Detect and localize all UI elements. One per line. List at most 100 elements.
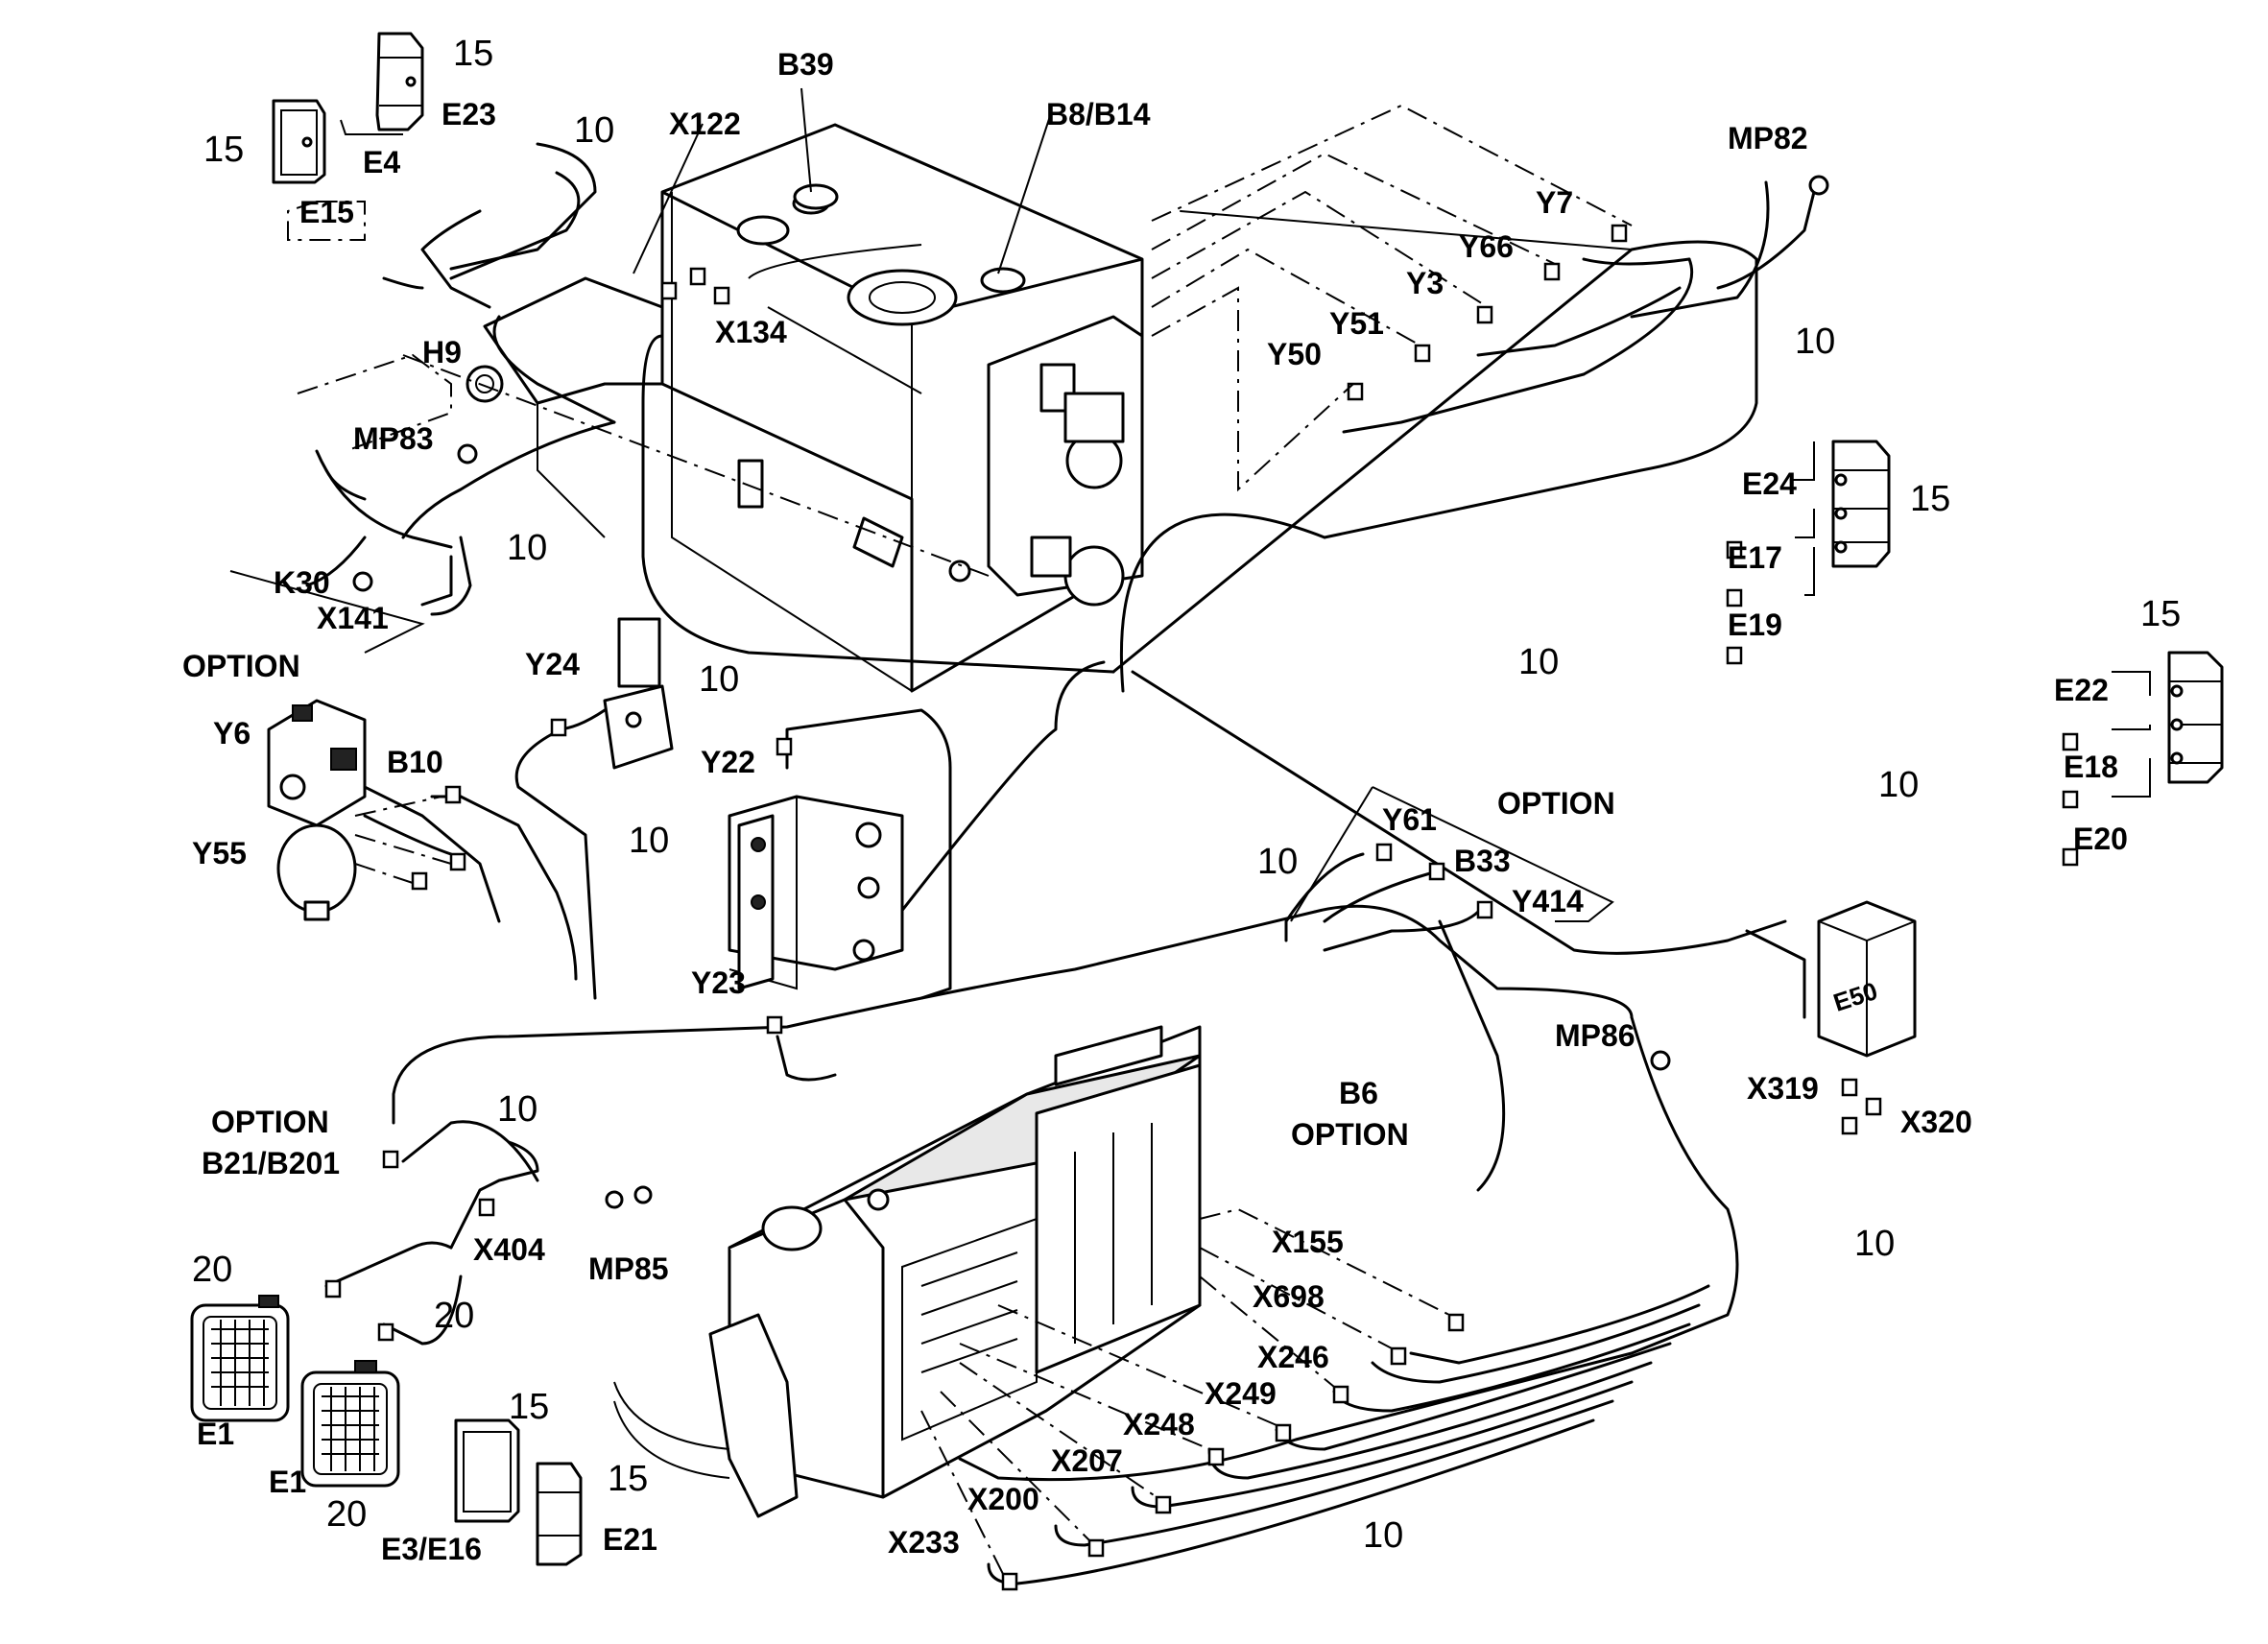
- label-MP86: MP86: [1555, 1018, 1635, 1053]
- pointer-lines: [229, 87, 2151, 922]
- label-MP85: MP85: [588, 1251, 669, 1286]
- number-10-k30: 10: [507, 528, 547, 568]
- connectors: [324, 224, 2079, 1591]
- electrical-cabinet: [613, 1025, 1202, 1518]
- label-option-b6: OPTION: [1291, 1117, 1409, 1152]
- label-Y51: Y51: [1329, 306, 1384, 341]
- number-15-e21: 15: [608, 1459, 648, 1499]
- label-B39: B39: [777, 47, 834, 82]
- label-Y50: Y50: [1267, 337, 1322, 371]
- label-X200: X200: [967, 1482, 1039, 1516]
- number-10-bottom: 10: [1363, 1515, 1403, 1556]
- label-Y23: Y23: [691, 965, 746, 1000]
- flood-lights: [190, 1120, 539, 1488]
- flood-light-E1-a: [190, 1295, 290, 1422]
- number-10-y24: 10: [699, 659, 739, 700]
- number-20-x404: 20: [434, 1296, 474, 1336]
- label-B8-B14: B8/B14: [1046, 97, 1151, 131]
- label-X249: X249: [1205, 1376, 1277, 1411]
- label-Y22: Y22: [701, 745, 755, 779]
- label-K30: K30: [274, 565, 330, 600]
- flood-light-E1-b: [300, 1360, 400, 1488]
- hydraulic-tank: [660, 123, 1144, 693]
- label-X698: X698: [1253, 1279, 1325, 1314]
- label-X233: X233: [888, 1525, 960, 1560]
- label-X141: X141: [317, 601, 389, 635]
- label-X155: X155: [1272, 1225, 1344, 1259]
- label-MP83: MP83: [353, 421, 434, 456]
- light-E3-E16: [454, 1418, 520, 1523]
- work-lights: [272, 32, 2224, 1566]
- label-E23: E23: [442, 97, 496, 131]
- label-B10: B10: [387, 745, 443, 779]
- label-Y414: Y414: [1512, 884, 1584, 918]
- label-E3-E16: E3/E16: [381, 1532, 482, 1566]
- number-15-e23: 15: [453, 34, 493, 74]
- control-valve-Y22-Y23: [728, 708, 952, 1082]
- label-X320: X320: [1900, 1105, 1972, 1139]
- label-H9: H9: [422, 335, 462, 369]
- frame-plate: [466, 276, 664, 538]
- number-10-x319: 10: [1854, 1224, 1895, 1264]
- main-harness: [392, 180, 1816, 1482]
- label-B6: B6: [1339, 1076, 1378, 1110]
- label-option-y61: OPTION: [1497, 786, 1615, 821]
- number-10-y61: 10: [1257, 842, 1298, 882]
- label-E22: E22: [2054, 673, 2109, 707]
- label-E19: E19: [1728, 608, 1782, 642]
- number-20-e1b: 20: [326, 1494, 367, 1535]
- number-10-b21: 10: [497, 1089, 537, 1130]
- number-15-e24: 15: [1910, 479, 1950, 519]
- label-MP82: MP82: [1728, 121, 1808, 155]
- label-Y3: Y3: [1406, 266, 1444, 300]
- label-E17: E17: [1728, 540, 1782, 575]
- number-10-mp82: 10: [1795, 322, 1835, 362]
- light-E4: [272, 99, 326, 184]
- number-10-b10: 10: [629, 821, 669, 861]
- number-15-e3: 15: [509, 1387, 549, 1427]
- label-X248: X248: [1123, 1407, 1195, 1441]
- label-Y66: Y66: [1459, 229, 1514, 264]
- label-Y61: Y61: [1382, 802, 1437, 837]
- option-y61-b33: [1284, 852, 1480, 952]
- label-Y6: Y6: [213, 716, 251, 751]
- label-X134: X134: [715, 315, 787, 349]
- light-E23: [375, 32, 424, 131]
- label-Y24: Y24: [525, 647, 580, 681]
- valve-y6-y55: [267, 699, 578, 981]
- number-10-top: 10: [574, 110, 614, 151]
- label-B33: B33: [1454, 844, 1511, 878]
- label-X122: X122: [669, 107, 741, 141]
- item-numbers: 15 15 10 10 15 10 10 10 15 10 10 10 10 2…: [192, 34, 2181, 1556]
- label-E20: E20: [2073, 822, 2128, 856]
- label-E24: E24: [1742, 466, 1797, 501]
- light-E22-E18-E20: [2167, 651, 2224, 784]
- label-E1-a: E1: [197, 1417, 234, 1451]
- solenoid-Y24: [514, 617, 674, 1000]
- label-Y7: Y7: [1536, 185, 1573, 220]
- label-E15: E15: [299, 195, 354, 229]
- part-labels: B39 B8/B14 X122 MP82 E23 E4 E15 Y7 Y66 Y…: [182, 47, 2128, 1566]
- label-X246: X246: [1257, 1340, 1329, 1374]
- ground-points: [352, 175, 1829, 1209]
- label-option-k30: OPTION: [182, 649, 300, 683]
- number-10-e18: 10: [1878, 765, 1919, 805]
- label-X404: X404: [473, 1232, 545, 1267]
- label-Y55: Y55: [192, 836, 247, 870]
- label-option-b21: OPTION: [211, 1105, 329, 1139]
- number-10-e19: 10: [1518, 642, 1559, 682]
- leader-lines: [287, 104, 1633, 1575]
- number-20-e1a: 20: [192, 1250, 232, 1290]
- label-E21: E21: [603, 1522, 657, 1557]
- label-E18: E18: [2064, 750, 2118, 784]
- number-15-e4: 15: [203, 130, 244, 170]
- label-B21-B201: B21/B201: [202, 1146, 340, 1180]
- light-E24-E17-E19: [1831, 440, 1891, 568]
- label-E4: E4: [363, 145, 400, 179]
- top-left-harness: [305, 142, 616, 616]
- label-X207: X207: [1051, 1443, 1123, 1478]
- light-E21: [536, 1462, 583, 1566]
- label-X319: X319: [1747, 1071, 1819, 1106]
- label-E1-b: E1: [269, 1465, 306, 1499]
